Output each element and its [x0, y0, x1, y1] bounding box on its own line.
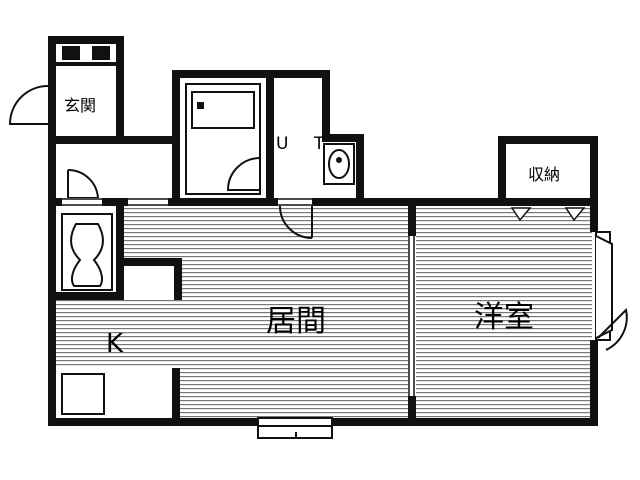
western-room-label: 洋室 [474, 300, 534, 335]
ut-door-gap [278, 198, 312, 206]
kitchen-sink-icon [61, 373, 105, 415]
ut-door-icon [279, 205, 313, 239]
hall-opening [128, 198, 168, 206]
balcony-door-icon [597, 307, 628, 351]
hall-door-icon [67, 168, 99, 199]
opening-lines [62, 198, 312, 206]
kitchen-label: K [106, 329, 124, 359]
bath-door-icon [226, 156, 261, 191]
washbasin-icon [323, 143, 355, 185]
entrance-door-icon [8, 85, 49, 125]
storage-label: 収納 [528, 165, 560, 184]
ut-label: U T [276, 134, 334, 154]
toilet-door-gap [62, 198, 102, 206]
living-room-label: 居間 [266, 304, 326, 339]
shoe-cabinet [62, 46, 110, 60]
toilet-area-notch [122, 260, 178, 300]
bay-window-icon [595, 231, 613, 341]
western-room-floor [416, 206, 592, 418]
sliding-partition [408, 236, 415, 396]
closet-door-icon [510, 207, 586, 222]
genkan-label: 玄関 [64, 96, 96, 115]
toilet-icon [61, 213, 113, 291]
bottom-window-icon [257, 417, 333, 439]
